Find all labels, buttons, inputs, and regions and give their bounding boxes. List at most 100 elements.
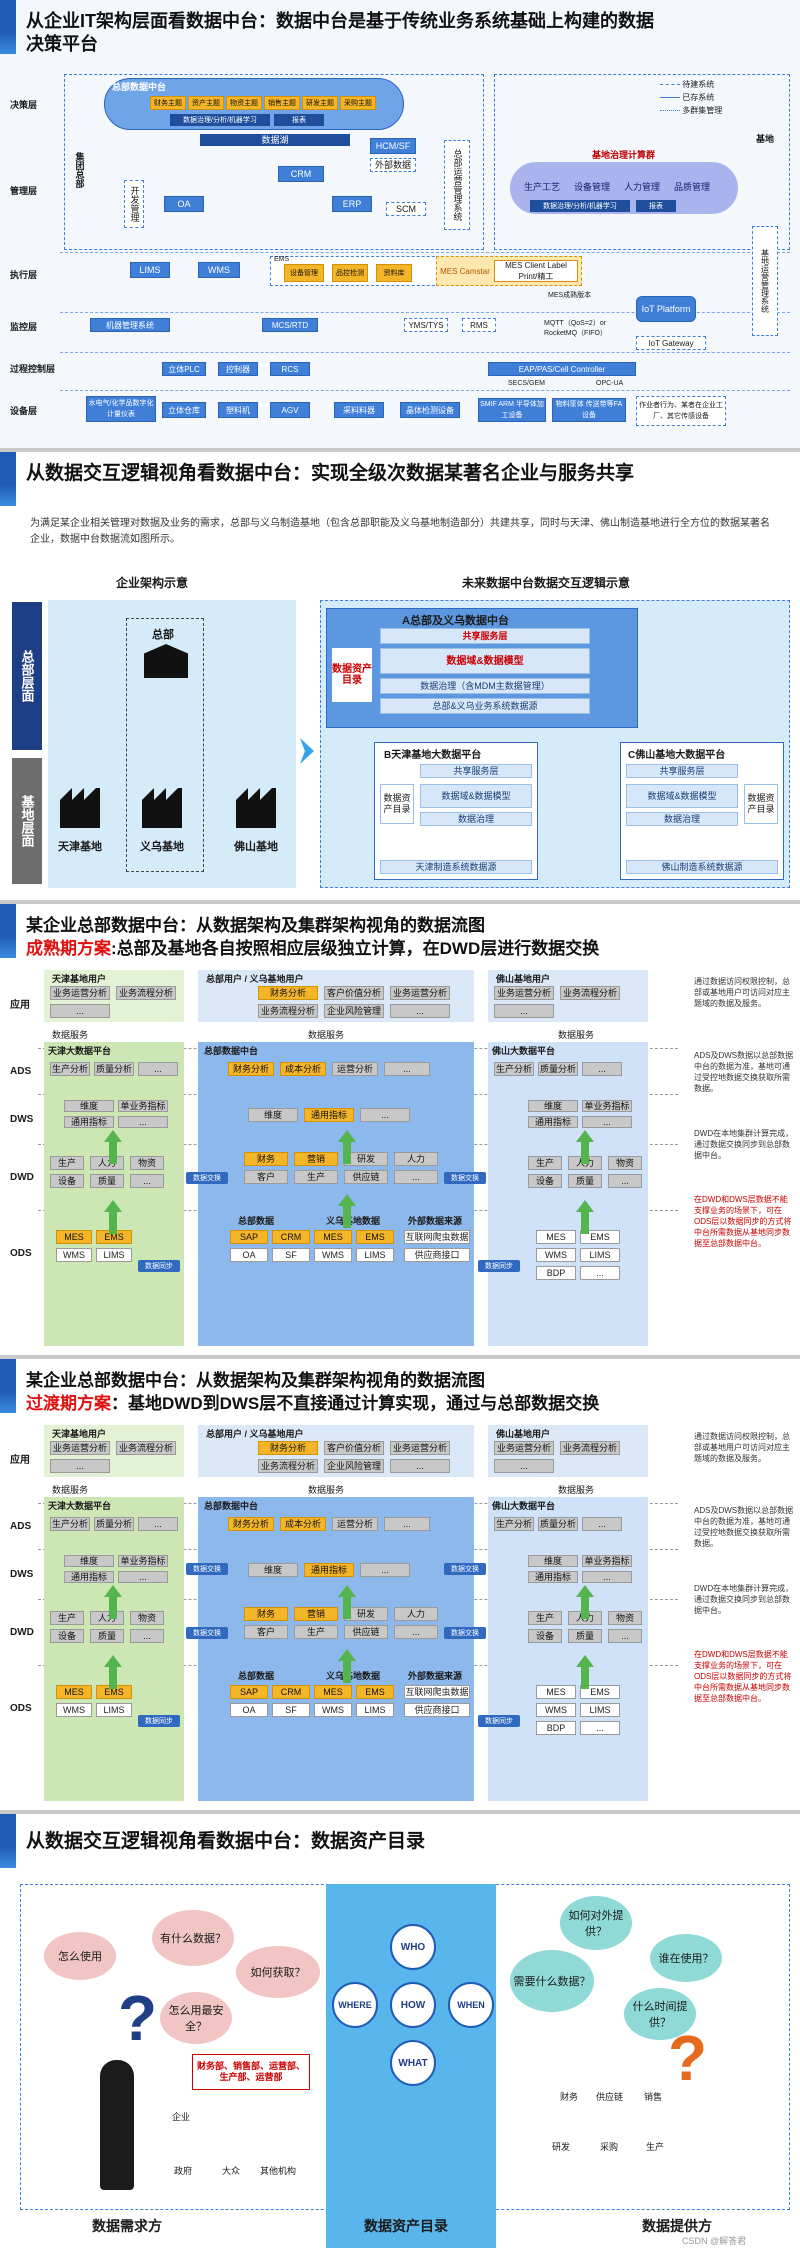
department-label: 财务 <box>560 2092 579 2102</box>
ods-box: LIMS <box>356 1248 394 1262</box>
ods-heading: 总部数据 <box>238 1671 275 1681</box>
base-group <box>494 74 790 250</box>
dws-box: 单业务指标 <box>118 1100 168 1112</box>
ads-box: 生产分析 <box>50 1517 90 1531</box>
dwd-box: 物资 <box>608 1611 642 1625</box>
app-box: 客户价值分析 <box>324 986 384 1000</box>
hq-theme: 财务主题 <box>150 96 186 110</box>
system-box: 机器管理系统 <box>90 318 170 332</box>
dwd-box: 生产 <box>50 1611 84 1625</box>
slide2-title: 从数据交互逻辑视角看数据中台：实现全级次数据某著名企业与服务共享 <box>26 463 635 484</box>
hq-theme: 销售主题 <box>264 96 300 110</box>
slide-it-architecture: 从企业IT架构层面看数据中台：数据中台是基于传统业务系统基础上构建的数据决策平台… <box>0 0 800 452</box>
exchange-tag: 数据交换 <box>444 1563 486 1575</box>
department-tag: 财务部、销售部、运营部、生产部、运营部 <box>192 2054 310 2090</box>
note: ADS及DWS数据以总部数据中台的数据为准，基地可通过受控地数据交换获取所需数据… <box>694 1051 794 1093</box>
calc-arrow <box>581 1667 589 1689</box>
system-box: OA <box>164 196 204 212</box>
platform-title: 总部数据中台 <box>204 1501 259 1511</box>
app-box: 业务流程分析 <box>116 986 176 1000</box>
footer-label: 数据需求方 <box>92 2218 162 2234</box>
slide-data-interaction: 从数据交互逻辑视角看数据中台：实现全级次数据某著名企业与服务共享 为满足某企业相… <box>0 452 800 904</box>
hq-platform-label: 总部数据中台 <box>112 82 167 92</box>
ods-box: LIMS <box>580 1248 620 1262</box>
sync-tag: 数据同步 <box>478 1715 520 1727</box>
row-divider <box>60 252 790 253</box>
ods-box: LIMS <box>96 1248 132 1262</box>
entity-label: 政府 <box>174 2166 193 2176</box>
ods-box: MES <box>56 1685 92 1699</box>
dwd-box: 生产 <box>528 1611 562 1625</box>
c-layer: 数据治理 <box>626 812 738 826</box>
c-platform-title: C佛山基地大数据平台 <box>628 750 726 761</box>
device-box: 晶体检测设备 <box>400 402 460 418</box>
layer-label: ODS <box>10 1248 32 1259</box>
department-label: 采购 <box>600 2142 619 2152</box>
ods-box: BDP <box>536 1266 576 1280</box>
device-box: AGV <box>270 402 310 418</box>
device-box: 作业者行为、某者在企业工厂、其它传感设备 <box>636 396 726 426</box>
calc-arrow-head <box>338 1585 356 1597</box>
layer-label: 应用 <box>10 1455 30 1466</box>
entity-label: 大众 <box>222 2166 241 2176</box>
data-lake: 数据湖 <box>200 134 350 146</box>
calc-arrow-head <box>104 1130 122 1142</box>
base-service: 报表 <box>636 200 676 212</box>
system-box: RMS <box>462 318 496 332</box>
dws-box: 维度 <box>64 1555 114 1567</box>
footer-label: 数据资产目录 <box>364 2218 448 2234</box>
platform-title: 天津大数据平台 <box>48 1046 112 1056</box>
a-platform-title: A总部及义乌数据中台 <box>402 615 509 627</box>
factory-icon <box>236 788 276 828</box>
hq-label: 总部 <box>152 629 174 641</box>
hq-theme: 物资主题 <box>226 96 262 110</box>
ods-box: SF <box>272 1703 310 1717</box>
dwd-box: 质量 <box>90 1174 124 1188</box>
question-bubble: 需要什么数据？ <box>510 1950 594 2012</box>
platform-title: 佛山大数据平台 <box>492 1501 556 1511</box>
service-label: 数据服务 <box>558 1485 595 1495</box>
catalog-circle: WHERE <box>332 1982 378 2028</box>
ads-box: ... <box>384 1062 430 1076</box>
ods-box: MES <box>314 1230 352 1244</box>
question-bubble: 谁在使用？ <box>650 1934 722 1982</box>
mqtt-label: MQTT（QoS=2）or RocketMQ（FIFO） <box>544 320 608 337</box>
ods-box: WMS <box>56 1703 92 1717</box>
platform-title: 总部数据中台 <box>204 1046 259 1056</box>
calc-arrow <box>343 1661 351 1683</box>
exchange-tag: 数据交换 <box>186 1172 228 1184</box>
slide4-title: 某企业总部数据中台：从数据架构及集群架构视角的数据流图 过渡期方案：基地DWD到… <box>26 1369 766 1415</box>
note: DWD在本地集群计算完成，通过数据交换同步到总部数据中台。 <box>694 1129 794 1160</box>
layer-label: 应用 <box>10 1000 30 1011</box>
dwd-box: 质量 <box>568 1629 602 1643</box>
slide3-title-line2: 成熟期方案:总部及基地各自按照相应层级独立计算，在DWD层进行数据交换 <box>26 939 600 958</box>
b-catalog-box: 数据资产目录 <box>380 784 414 824</box>
base-label: 义乌基地 <box>140 841 184 853</box>
dwd-box: 客户 <box>244 1625 288 1639</box>
ods-box: SAP <box>230 1230 268 1244</box>
ads-box: ... <box>384 1517 430 1531</box>
service-label: 数据服务 <box>52 1030 89 1040</box>
app-box: 业务流程分析 <box>560 986 620 1000</box>
app-box: 业务运营分析 <box>50 1441 110 1455</box>
hq-theme: 采购主题 <box>340 96 376 110</box>
dwd-box: 营销 <box>294 1607 338 1621</box>
slide5-title: 从数据交互逻辑视角看数据中台：数据资产目录 <box>26 1831 426 1852</box>
layer-label: DWS <box>10 1114 34 1125</box>
column-title: 佛山基地用户 <box>496 974 551 984</box>
calc-arrow-head <box>338 1194 356 1206</box>
note: 在DWD和DWS层数据不能支撑业务的场景下，可在ODS层以数据同步的方式将中台所… <box>694 1650 792 1703</box>
app-box: 业务运营分析 <box>50 986 110 1000</box>
mes-version-label: MES成熟版本 <box>548 292 592 299</box>
calc-arrow <box>109 1212 117 1234</box>
legend: 待建系统 已存系统 多群集管理 <box>660 78 722 117</box>
app-box: 财务分析 <box>258 986 318 1000</box>
ods-box: WMS <box>56 1248 92 1262</box>
dwd-box: 客户 <box>244 1170 288 1184</box>
column-title: 总部用户 / 义乌基地用户 <box>206 1429 304 1439</box>
dwd-box: 设备 <box>528 1629 562 1643</box>
dwd-box: 财务 <box>244 1152 288 1166</box>
calc-arrow-head <box>576 1130 594 1142</box>
system-box: 基地运营管理系统 <box>752 226 778 336</box>
